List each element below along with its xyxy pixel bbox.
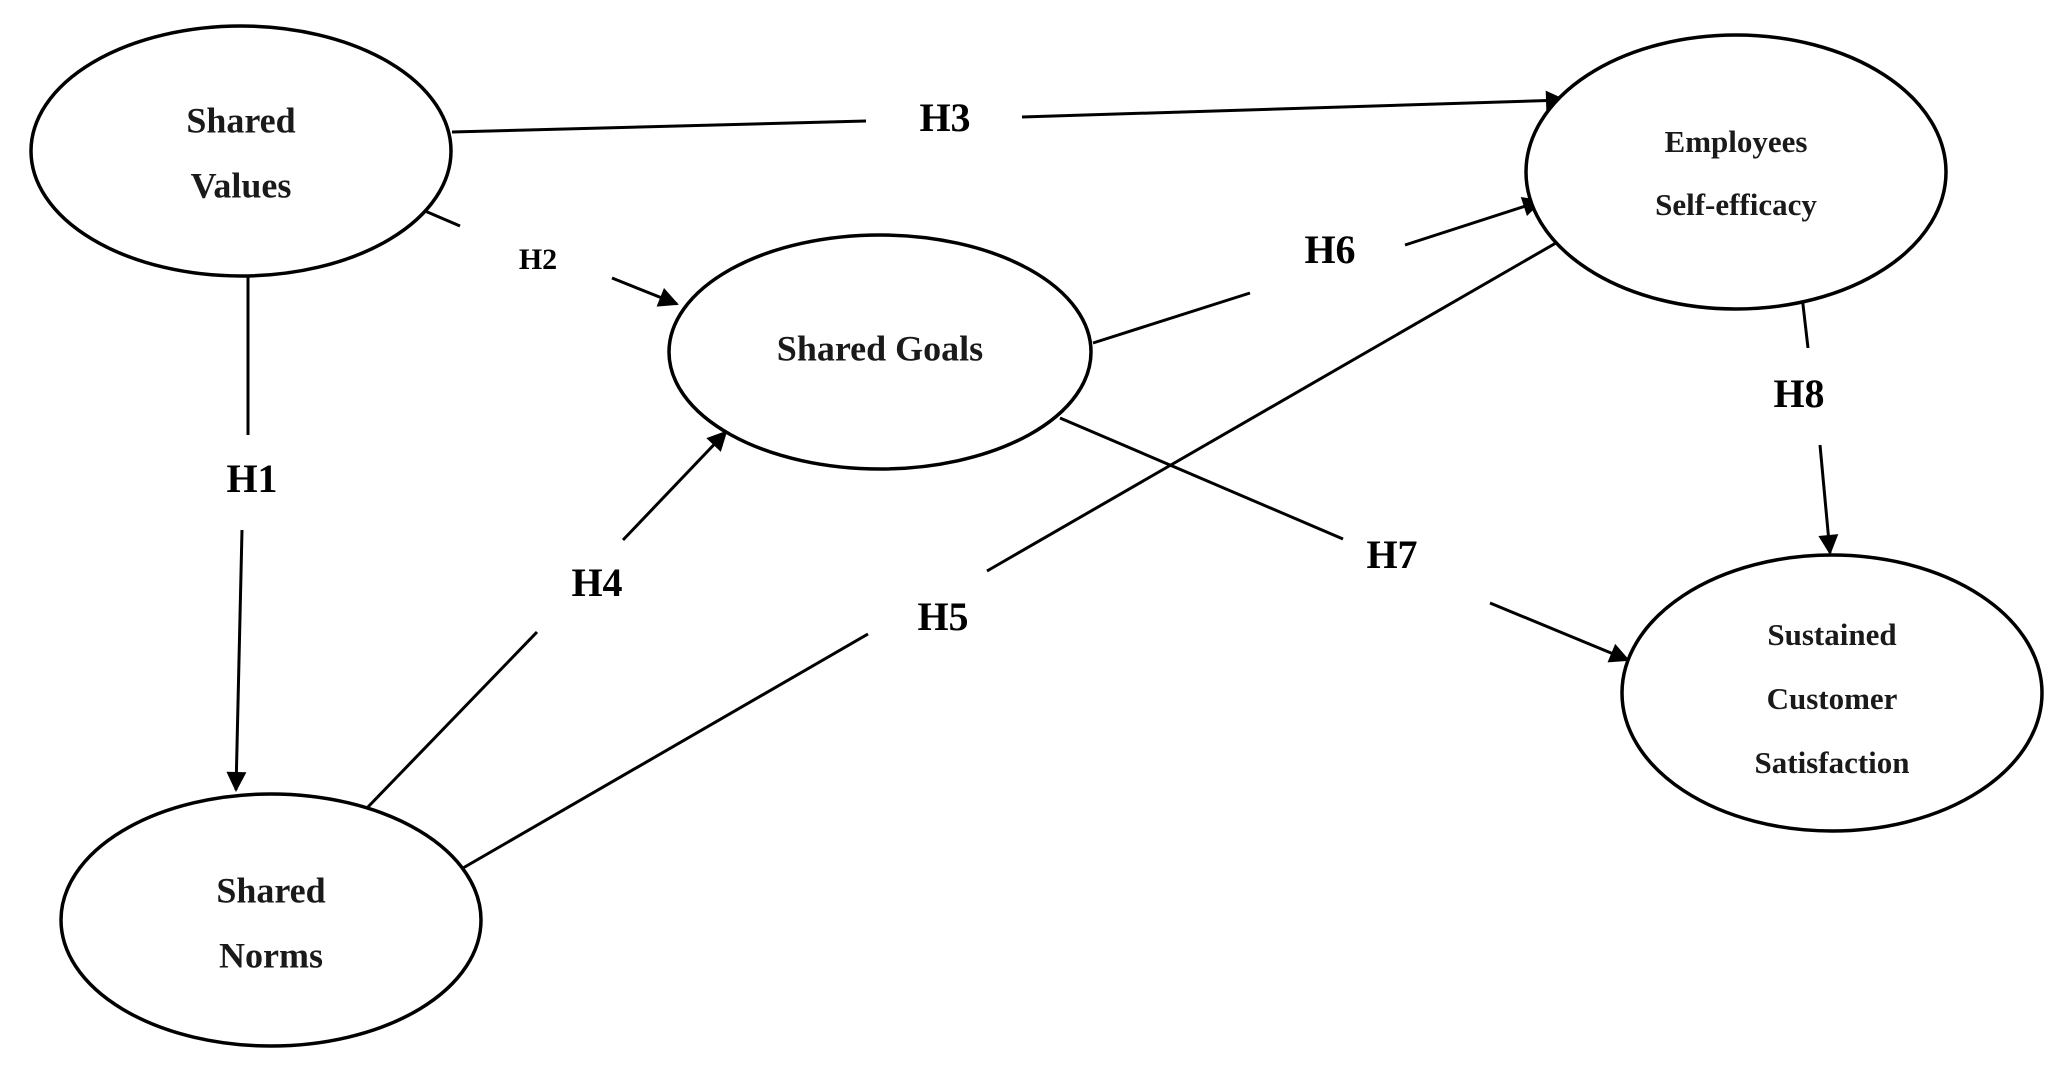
edge-h6-arrow	[1404, 197, 1543, 247]
edge-h6: H6	[1092, 197, 1543, 345]
edge-h2-label: H2	[519, 243, 557, 276]
node-sustained-customer-satisfaction-ellipse	[1620, 553, 2044, 833]
node-shared-values-label-line1: Shared	[186, 100, 295, 140]
node-shared-values-label-line2: Values	[191, 165, 292, 205]
edge-h7-label: H7	[1366, 532, 1417, 577]
edge-h3-label: H3	[919, 95, 970, 140]
edge-h7-line-left	[1059, 416, 1344, 541]
node-employees-self-efficacy-label-line1: Employees	[1665, 124, 1808, 159]
edge-h5-arrow	[986, 230, 1577, 573]
node-shared-norms-label-line1: Shared	[216, 870, 325, 910]
edge-h5-line-lower	[462, 632, 869, 870]
node-sustained-customer-satisfaction-label-line3: Satisfaction	[1755, 745, 1910, 780]
node-shared-norms-label-line2: Norms	[219, 935, 323, 975]
edge-h8-label: H8	[1773, 371, 1824, 416]
edge-h3: H3	[451, 90, 1566, 140]
node-shared-values-ellipse	[29, 24, 453, 278]
edge-h3-arrow	[1021, 90, 1566, 119]
node-shared-norms: Shared Norms	[59, 792, 483, 1048]
edge-h1-label: H1	[226, 456, 277, 501]
edge-h8: H8	[1773, 295, 1839, 555]
node-employees-self-efficacy-label-line2: Self-efficacy	[1655, 187, 1817, 222]
edge-h3-line-left	[451, 119, 867, 134]
node-shared-values: Shared Values	[29, 24, 453, 278]
node-shared-goals: Shared Goals	[667, 233, 1093, 471]
edge-h6-line-left	[1092, 291, 1251, 345]
edge-h6-label: H6	[1304, 227, 1355, 272]
edge-h2-arrow	[611, 276, 679, 307]
edge-h2: H2	[417, 206, 679, 307]
edge-h1-arrow	[226, 529, 247, 792]
edge-h8-line-upper	[1800, 295, 1810, 349]
node-sustained-customer-satisfaction-label-line1: Sustained	[1767, 617, 1896, 652]
edge-h4-label: H4	[571, 560, 622, 605]
edge-h1: H1	[226, 275, 278, 792]
node-shared-goals-ellipse	[667, 233, 1093, 471]
node-employees-self-efficacy: Employees Self-efficacy	[1524, 33, 1948, 311]
edge-h5-label: H5	[917, 594, 968, 639]
edge-h8-arrow	[1818, 444, 1839, 555]
edge-h4: H4	[365, 430, 728, 810]
edge-h7: H7	[1059, 416, 1630, 663]
edge-h7-arrow	[1489, 601, 1630, 663]
node-shared-norms-ellipse	[59, 792, 483, 1048]
node-sustained-customer-satisfaction: Sustained Customer Satisfaction	[1620, 553, 2044, 833]
node-employees-self-efficacy-ellipse	[1524, 33, 1948, 311]
node-shared-goals-label: Shared Goals	[777, 328, 983, 368]
edge-h5: H5	[462, 230, 1577, 870]
node-sustained-customer-satisfaction-label-line2: Customer	[1767, 681, 1898, 716]
edge-h4-line-lower	[365, 630, 539, 810]
edge-h4-arrow	[621, 430, 728, 542]
